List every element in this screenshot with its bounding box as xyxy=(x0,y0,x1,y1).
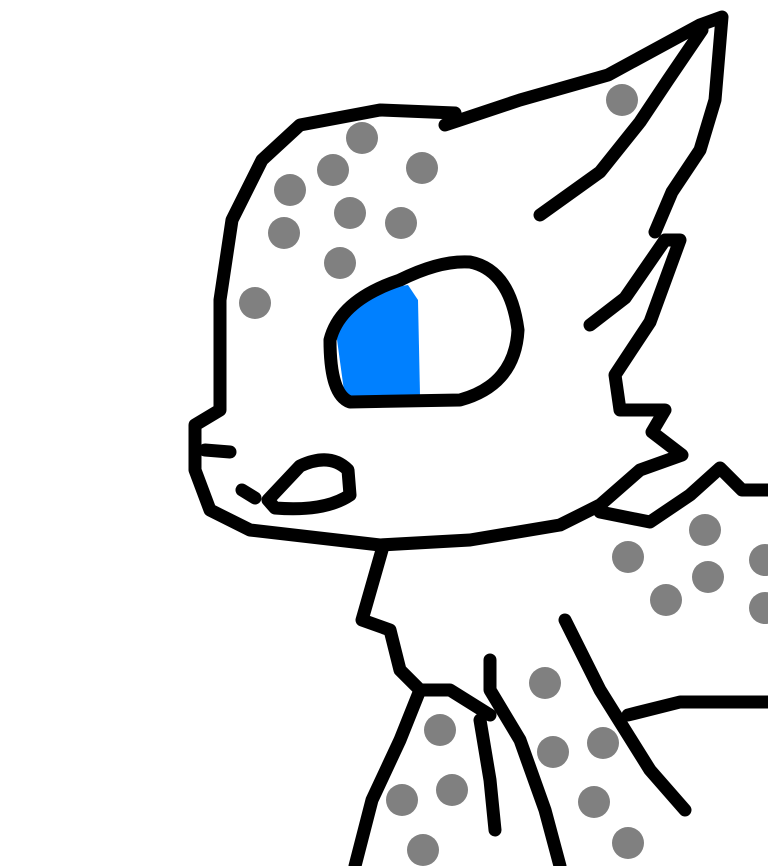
mouth xyxy=(198,443,357,516)
neck-and-body xyxy=(348,461,768,866)
iris xyxy=(335,285,420,398)
spots xyxy=(239,84,768,866)
eye xyxy=(323,255,525,409)
head-outline xyxy=(188,103,689,552)
ear xyxy=(438,10,729,239)
